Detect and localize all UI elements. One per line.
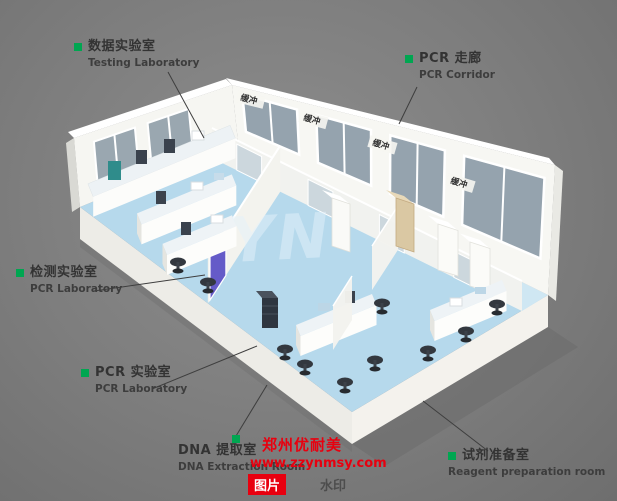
callout-title-zh: PCR 走廊 — [419, 51, 482, 66]
callout-line — [167, 71, 205, 139]
callout-line — [93, 274, 206, 292]
callout-title-zh: 检测实验室 — [30, 265, 98, 280]
watermark-tag-mark: 水印 — [320, 479, 347, 494]
buffer-room-label: 缓冲 — [239, 92, 259, 107]
callout-pcr-laboratory: PCR 实验室 PCR Laboratory — [81, 365, 188, 395]
callout-bullet-icon — [405, 55, 413, 64]
callout-title-en: PCR Laboratory — [95, 382, 188, 395]
corridor-door — [307, 178, 334, 219]
monitor — [136, 150, 147, 164]
lab-stool — [367, 355, 383, 372]
callout-title-en: Testing Laboratory — [88, 56, 200, 69]
callout-title-en: PCR Corridor — [419, 68, 495, 81]
instrument — [449, 297, 463, 307]
callout-bullet-icon — [16, 269, 24, 278]
watermark-company: 郑州优耐美 — [262, 436, 343, 454]
instrument — [210, 214, 224, 224]
callout-testing-laboratory: 数据实验室 Testing Laboratory — [74, 39, 200, 69]
lab-stool — [277, 344, 293, 361]
callout-bullet-icon — [81, 369, 89, 378]
instrument — [318, 303, 330, 311]
buffer-room-label: 缓冲 — [449, 175, 469, 191]
callout-reagent-preparation-room: 试剂准备室 Reagent preparation room — [448, 448, 606, 478]
callout-lines — [93, 71, 489, 452]
monitor — [156, 191, 166, 204]
storage-cabinet — [322, 190, 491, 293]
callout-inspection-laboratory: 检测实验室 PCR Laboratory — [16, 265, 123, 295]
callout-bullet-icon — [232, 435, 240, 443]
instrument — [190, 181, 204, 191]
callout-line — [422, 400, 489, 452]
exterior-walls — [66, 138, 563, 444]
callout-title-zh: DNA 提取室 — [178, 443, 257, 458]
instrument — [108, 161, 121, 180]
lab-stools — [170, 257, 505, 394]
instrument-tower — [256, 291, 278, 328]
lab-stool — [374, 298, 390, 315]
callout-bullet-icon — [74, 43, 82, 52]
watermark-website: www.zzynmsy.com — [250, 456, 387, 471]
callout-pcr-corridor: PCR 走廊 PCR Corridor — [405, 51, 495, 81]
callout-title-en: DNA Extraction Room — [178, 460, 306, 473]
callout-line — [235, 384, 268, 437]
callout-bullet-icon — [448, 452, 456, 461]
lab-stool — [200, 277, 216, 294]
callout-line — [398, 86, 418, 125]
instrument — [214, 173, 224, 180]
lab-stool — [170, 257, 186, 274]
lab-stool — [420, 345, 436, 362]
building-shadow — [80, 239, 578, 466]
callout-title-zh: 试剂准备室 — [462, 448, 530, 463]
monitor — [164, 139, 175, 153]
lab-stool — [489, 299, 505, 316]
lab-stool — [297, 359, 313, 376]
callout-title-en: PCR Laboratory — [30, 282, 123, 295]
lab-stool — [458, 326, 474, 343]
buffer-room-label: 缓冲 — [371, 137, 391, 152]
watermark-tag-image: 图片 — [248, 474, 287, 495]
partition-wall — [332, 205, 399, 350]
callout-dna-extraction-room: DNA 提取室 DNA Extraction Room — [178, 435, 306, 473]
callout-title-en: Reagent preparation room — [448, 465, 606, 478]
instrument — [191, 130, 205, 141]
buffer-room-label: 缓冲 — [302, 112, 322, 127]
callout-title-zh: PCR 实验室 — [95, 365, 172, 380]
lab-bench — [137, 173, 237, 245]
wall-counter — [87, 124, 236, 217]
instrument — [475, 287, 486, 294]
floor-watermark-logo: YN — [227, 199, 333, 277]
callout-title-zh: 数据实验室 — [88, 39, 156, 54]
corridor-door — [236, 143, 263, 184]
lab-bench — [430, 280, 507, 341]
callout-line — [151, 345, 258, 390]
buffer-room-labels: 缓冲 缓冲 缓冲 缓冲 — [235, 90, 476, 193]
site-watermark: 郑州优耐美 www.zzynmsy.com 图片 水印 — [238, 434, 387, 495]
monitor — [181, 222, 191, 235]
lab-stool — [337, 377, 353, 394]
